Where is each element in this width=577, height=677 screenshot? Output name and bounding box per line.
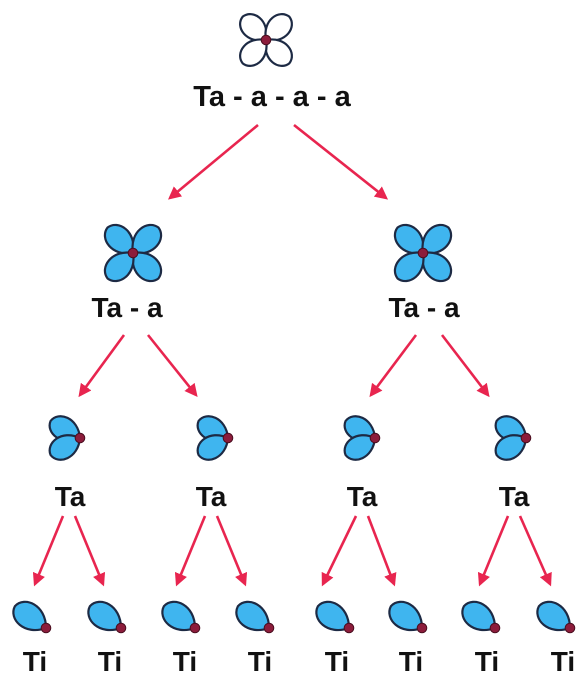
flowers-layer	[12, 13, 576, 634]
quarter-note-label: Ta	[498, 481, 530, 512]
eighth-note-label: Ti	[247, 646, 273, 677]
two-petal-blue-flower-icon	[196, 415, 234, 461]
eighth-note-label: Ti	[172, 646, 198, 677]
whole-note-label: Ta - a - a - a	[193, 81, 351, 113]
arrow	[440, 334, 490, 398]
eighth-note-label: Ti	[324, 646, 350, 677]
quarter-note-label: Ta	[346, 481, 378, 512]
quarter-note-label: Ta	[54, 481, 86, 512]
two-petal-blue-flower-icon	[343, 415, 381, 461]
arrow	[32, 515, 65, 587]
four-petal-blue-flower-icon	[103, 223, 163, 283]
arrow	[215, 515, 248, 587]
arrows-layer	[32, 123, 552, 587]
quarter-note-label: Ta	[195, 481, 227, 512]
two-petal-blue-flower-icon	[494, 415, 532, 461]
four-petal-blue-flower-icon	[393, 223, 453, 283]
two-petal-blue-flower-icon	[48, 415, 86, 461]
eighth-note-label: Ti	[22, 646, 48, 677]
arrow	[369, 334, 418, 398]
arrow	[477, 515, 510, 587]
eighth-note-label: Ti	[550, 646, 576, 677]
half-note-label: Ta - a	[91, 292, 163, 323]
one-petal-blue-flower-icon	[315, 600, 355, 634]
one-petal-blue-flower-icon	[536, 600, 576, 634]
arrow	[146, 334, 198, 398]
four-petal-outline-flower-icon	[239, 13, 293, 67]
arrow	[518, 515, 552, 587]
one-petal-blue-flower-icon	[87, 600, 127, 634]
one-petal-blue-flower-icon	[388, 600, 428, 634]
one-petal-blue-flower-icon	[235, 600, 275, 634]
eighth-note-label: Ti	[97, 646, 123, 677]
half-note-label: Ta - a	[388, 292, 460, 323]
arrow	[78, 334, 126, 398]
arrow	[293, 123, 389, 200]
eighth-note-label: Ti	[398, 646, 424, 677]
one-petal-blue-flower-icon	[161, 600, 201, 634]
arrow	[174, 515, 207, 587]
one-petal-blue-flower-icon	[461, 600, 501, 634]
arrow	[167, 123, 259, 200]
arrow	[366, 515, 397, 587]
arrow	[73, 515, 106, 587]
arrow	[321, 515, 358, 587]
one-petal-blue-flower-icon	[12, 600, 52, 634]
eighth-note-label: Ti	[474, 646, 500, 677]
